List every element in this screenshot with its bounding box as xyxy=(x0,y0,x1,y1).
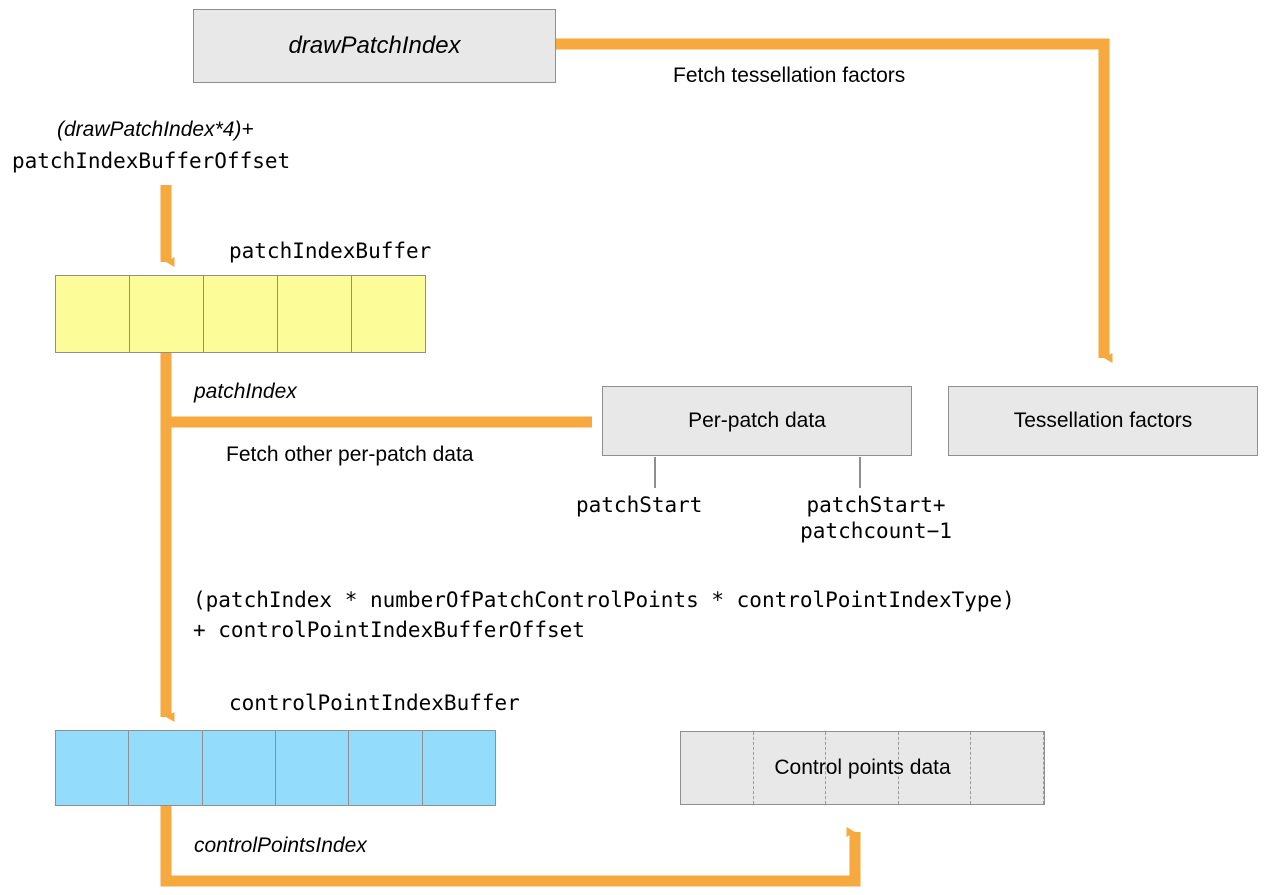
label-fetch-tessellation-factors: Fetch tessellation factors xyxy=(673,64,906,87)
buffer-cell[interactable] xyxy=(278,276,352,352)
node-control-points-data[interactable]: Control points data xyxy=(680,731,1045,805)
node-control-points-data-label: Control points data xyxy=(774,756,951,779)
label-control-point-formula-line2: + controlPointIndexBufferOffset xyxy=(193,618,585,642)
buffer-cell[interactable] xyxy=(130,276,204,352)
buffer-cell[interactable] xyxy=(204,276,278,352)
buffer-cell[interactable] xyxy=(56,731,130,805)
label-patch-start-plus-count: patchStart+patchcount−1 xyxy=(776,492,976,545)
label-patch-start-plus-line1: patchStart+ xyxy=(806,493,946,517)
label-patch-index-offset-line1: (drawPatchIndex*4)+ xyxy=(57,118,254,141)
label-patch-index: patchIndex xyxy=(194,380,297,403)
buffer-cell[interactable] xyxy=(56,276,130,352)
node-per-patch-data-label: Per-patch data xyxy=(688,409,826,432)
label-patch-start: patchStart xyxy=(576,493,703,517)
control-points-data-segment xyxy=(681,732,754,804)
connector-fetch-tessellation-factors xyxy=(556,38,1113,363)
label-control-point-formula-line1: (patchIndex * numberOfPatchControlPoints… xyxy=(193,588,1015,612)
control-points-data-segment xyxy=(899,732,972,804)
buffer-cell[interactable] xyxy=(349,731,423,805)
node-draw-patch-index[interactable]: drawPatchIndex xyxy=(193,9,556,83)
control-points-data-segment xyxy=(826,732,899,804)
buffer-cell[interactable] xyxy=(275,731,350,805)
label-patch-index-offset-line2: patchIndexBufferOffset xyxy=(12,149,291,173)
buffer-cell[interactable] xyxy=(352,276,425,352)
label-patch-start-plus-line2: patchcount−1 xyxy=(800,519,952,544)
node-tessellation-factors[interactable]: Tessellation factors xyxy=(948,386,1258,456)
buffer-control-point-index[interactable] xyxy=(55,730,496,806)
label-fetch-other-per-patch-data: Fetch other per-patch data xyxy=(226,443,474,466)
node-draw-patch-index-label: drawPatchIndex xyxy=(288,32,461,59)
per-patch-data-leaders xyxy=(654,457,861,488)
buffer-patch-index[interactable] xyxy=(55,275,426,353)
buffer-cell[interactable] xyxy=(202,731,276,805)
control-points-data-segment xyxy=(754,732,827,804)
label-control-point-index-buffer: controlPointIndexBuffer xyxy=(229,691,520,715)
label-control-points-index: controlPointsIndex xyxy=(194,834,367,857)
node-per-patch-data[interactable]: Per-patch data xyxy=(602,386,912,456)
label-patch-index-buffer: patchIndexBuffer xyxy=(229,239,432,263)
node-tessellation-factors-label: Tessellation factors xyxy=(1013,409,1193,432)
control-points-data-segment xyxy=(971,732,1044,804)
buffer-cell[interactable] xyxy=(422,731,495,805)
buffer-cell[interactable] xyxy=(129,731,203,805)
